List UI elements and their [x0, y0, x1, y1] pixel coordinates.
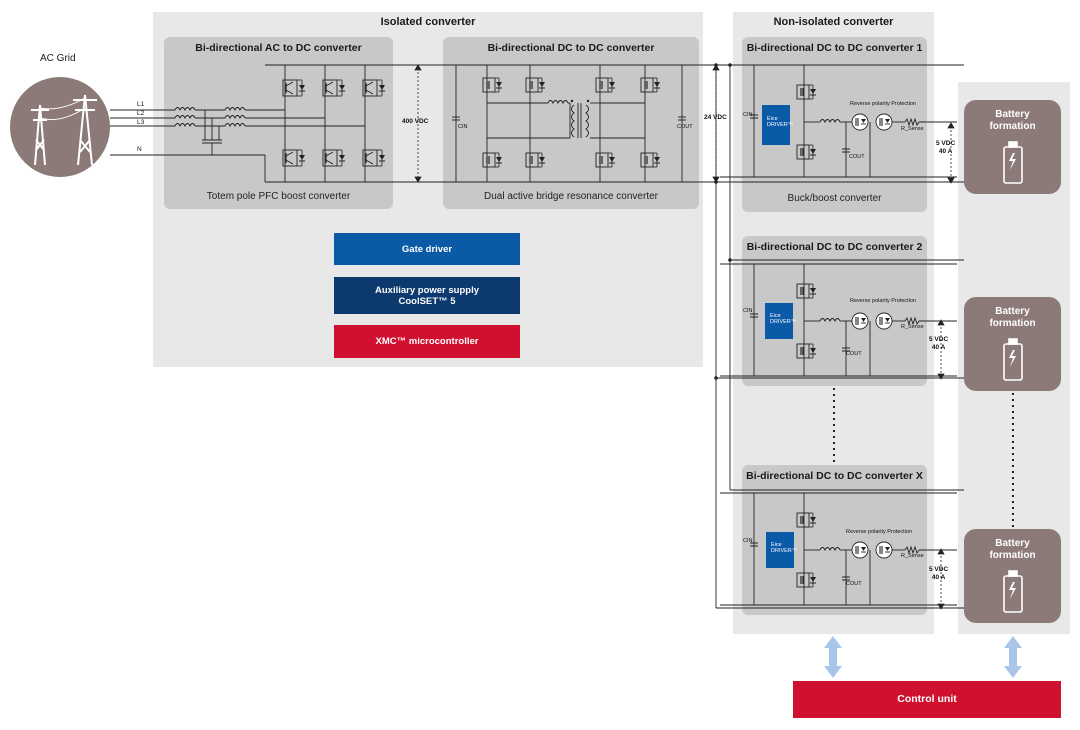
conv1-driver-label: Eice DRIVER™	[767, 116, 794, 128]
battery-icon-1	[1003, 141, 1023, 184]
bus-24-lines	[700, 64, 964, 609]
non-isolated-converter-title: Non-isolated converter	[773, 16, 894, 28]
conv1-rsense-label: R_Sense	[901, 126, 924, 132]
dc-dc-converter-caption: Dual active bridge resonance converter	[484, 191, 658, 202]
convx-rsense-label: R_Sense	[901, 553, 924, 559]
dc-dc-converter-1-title: Bi-directional DC to DC converter 1	[746, 42, 923, 54]
auxiliary-power-supply-block: Auxiliary power supply CoolSET™ 5	[334, 277, 520, 314]
bus-24-label: 24 VDC	[704, 114, 727, 121]
conv2-driver-label: Eice DRIVER™	[770, 313, 797, 325]
bus-24-arrow	[712, 64, 720, 183]
battery-icon-2	[1003, 338, 1023, 381]
control-unit-block: Control unit	[793, 681, 1061, 718]
battery-2-rating: 5 VDC 40 A	[929, 336, 949, 351]
battery-formation-x-label: Battery formation	[989, 538, 1036, 561]
battery-formation-2-label: Battery formation	[989, 306, 1036, 329]
control-arrow-converters	[824, 636, 842, 678]
driver-chip-2	[765, 303, 793, 339]
conv1-rp-label: Reverse polarity Protection	[850, 101, 917, 107]
ac-input-lines	[110, 109, 265, 156]
phase-l2-label: L2	[137, 110, 145, 117]
battery-icon-x	[1003, 570, 1023, 613]
conv2-rsense-label: R_Sense	[901, 324, 924, 330]
filter-capacitors	[202, 110, 222, 155]
battery-formation-1: Battery formation	[964, 100, 1061, 194]
conv2-rp-label: Reverse polarity Protection	[850, 298, 917, 304]
phase-l1-label: L1	[137, 101, 145, 108]
conv1-cout-label: COUT	[849, 154, 865, 160]
battery-formation-1-label: Battery formation	[989, 109, 1036, 132]
phase-n-label: N	[137, 146, 142, 153]
conv2-cin-label: CIN	[743, 308, 753, 314]
dc-dc-converter-panel: Bi-directional DC to DC converter Dual a…	[443, 37, 699, 209]
dab-cin-label: CIN	[458, 124, 468, 130]
xmc-microcontroller-block: XMC™ microcontroller	[334, 325, 520, 358]
convx-rp-label: Reverse polarity Protection	[846, 529, 913, 535]
convx-driver-label: Eice DRIVER™	[771, 542, 798, 554]
battery-x-rating: 5 VDC 40 A	[929, 566, 949, 581]
driver-chip-x	[766, 532, 794, 568]
phase-l3-label: L3	[137, 119, 145, 126]
convx-cout-label: COUT	[846, 581, 862, 587]
ac-grid-label: AC Grid	[40, 53, 76, 64]
ac-dc-bridge	[264, 64, 700, 183]
convx-cin-label: CIN	[743, 538, 753, 544]
dc-dc-converter-1-caption: Buck/boost converter	[787, 193, 882, 204]
conv2-cout-label: COUT	[846, 351, 862, 357]
gate-driver-block: Gate driver	[334, 233, 520, 265]
ac-dc-converter-panel: Bi-directional AC to DC converter Totem …	[164, 37, 393, 209]
ac-dc-converter-title: Bi-directional AC to DC converter	[195, 42, 362, 54]
isolated-converter-title: Isolated converter	[380, 16, 476, 28]
dc-dc-converter-2-title: Bi-directional DC to DC converter 2	[746, 241, 923, 253]
ac-dc-converter-caption: Totem pole PFC boost converter	[206, 191, 351, 202]
dc-dc-converter-title: Bi-directional DC to DC converter	[487, 42, 655, 54]
battery-1-rating: 5 VDC 40 A	[936, 140, 956, 155]
dc-dc-converter-x-title: Bi-directional DC to DC converter X	[746, 470, 923, 482]
conv1-cin-label: CIN	[743, 112, 753, 118]
ac-grid-tower-icon	[10, 77, 110, 177]
dab-cout-label: COUT	[677, 124, 693, 130]
driver-chip-1	[762, 105, 790, 145]
control-arrow-batteries	[1004, 636, 1022, 678]
bus-400-arrow	[414, 64, 422, 183]
bus-400-label: 400 VDC	[402, 118, 429, 125]
battery-voltage-arrows	[937, 122, 955, 610]
